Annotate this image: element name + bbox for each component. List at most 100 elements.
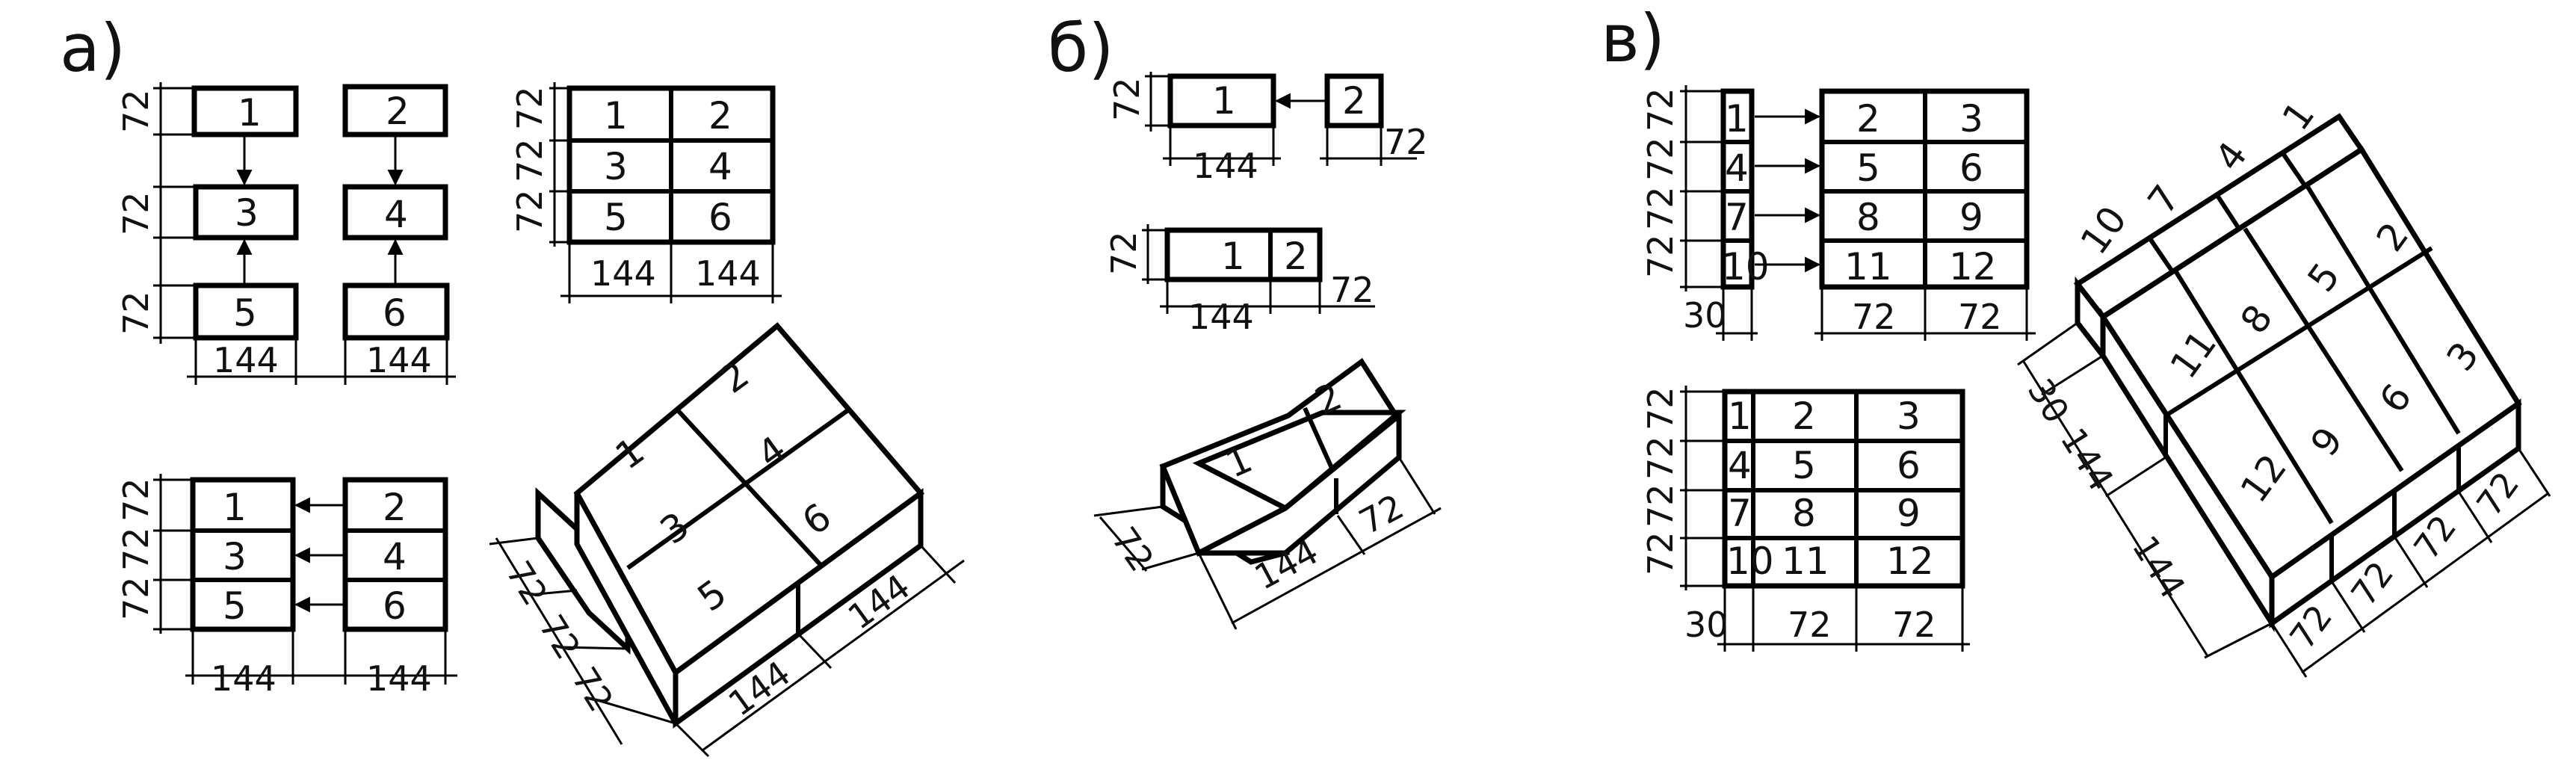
b-s-dim-h2: 72 bbox=[1384, 122, 1428, 162]
v-j-dim-v3: 72 bbox=[1640, 484, 1681, 528]
a-j-dim-v1: 72 bbox=[116, 478, 156, 522]
v-j-label-7: 7 bbox=[1728, 492, 1752, 535]
a-j-dim-h1: 144 bbox=[211, 658, 277, 699]
a-g-dim-v1: 72 bbox=[510, 86, 550, 130]
v-s-dim-v1: 72 bbox=[1640, 87, 1681, 132]
a-s-label-6: 6 bbox=[383, 291, 407, 335]
panel-a-schematic-joined: 1 2 3 4 5 6 72 72 72 144 144 bbox=[116, 474, 457, 699]
v-j-label-12: 12 bbox=[1886, 540, 1934, 583]
b-s-label-2: 2 bbox=[1342, 79, 1366, 123]
v-j-label-2: 2 bbox=[1792, 395, 1816, 438]
b-s-dim-v1: 72 bbox=[1107, 77, 1147, 121]
a-j-label-5: 5 bbox=[223, 584, 247, 628]
v-j-label-6: 6 bbox=[1897, 444, 1921, 487]
v-j-dim-h0: 30 bbox=[1684, 605, 1729, 645]
panel-a-label: а) bbox=[60, 10, 126, 87]
v-s-label-11: 11 bbox=[1844, 245, 1892, 288]
v-s-dim-v4: 72 bbox=[1640, 234, 1681, 278]
a-g-dim-h2: 144 bbox=[695, 253, 761, 294]
a-g-label-4: 4 bbox=[708, 145, 732, 188]
b-i-dim-3: 72 bbox=[1353, 486, 1410, 543]
v-i-dim-2: 144 bbox=[2053, 421, 2122, 498]
a-j-dim-v2: 72 bbox=[116, 527, 156, 571]
a-s-dim-h1: 144 bbox=[213, 340, 279, 380]
v-s-dim-v3: 72 bbox=[1640, 186, 1681, 230]
v-s-dim-h0: 30 bbox=[1683, 295, 1727, 336]
a-i-dim-2: 72 bbox=[531, 608, 589, 666]
a-i-dim-3: 72 bbox=[564, 660, 622, 718]
a-s-dim-h2: 144 bbox=[366, 340, 432, 380]
a-s-label-2: 2 bbox=[386, 90, 410, 133]
b-j-dim-h2: 72 bbox=[1330, 270, 1374, 310]
v-j-dim-h2: 72 bbox=[1892, 605, 1936, 645]
v-j-label-1: 1 bbox=[1728, 395, 1752, 438]
a-j-label-3: 3 bbox=[223, 535, 247, 578]
v-j-dim-v1: 72 bbox=[1640, 386, 1681, 430]
v-s-label-9: 9 bbox=[1959, 196, 1983, 239]
v-s-dim-h1: 72 bbox=[1852, 297, 1896, 337]
v-s-label-3: 3 bbox=[1959, 97, 1983, 140]
a-j-label-4: 4 bbox=[383, 535, 407, 578]
v-s-label-2: 2 bbox=[1856, 97, 1880, 140]
b-j-dim-h1: 144 bbox=[1188, 297, 1254, 337]
v-j-label-4: 4 bbox=[1728, 444, 1752, 487]
b-s-label-1: 1 bbox=[1212, 79, 1236, 123]
a-j-dim-h2: 144 bbox=[366, 658, 432, 699]
v-s-label-5: 5 bbox=[1856, 146, 1880, 190]
a-g-label-6: 6 bbox=[708, 196, 732, 239]
a-g-dim-h1: 144 bbox=[590, 253, 656, 294]
a-g-label-5: 5 bbox=[604, 196, 628, 239]
v-j-label-3: 3 bbox=[1897, 395, 1921, 438]
panel-b: б) 1 2 72 144 72 1 2 bbox=[1048, 10, 1442, 630]
b-j-label-1: 1 bbox=[1221, 235, 1245, 278]
b-s-dim-h1: 144 bbox=[1193, 146, 1258, 186]
v-j-dim-v4: 72 bbox=[1640, 531, 1681, 575]
a-j-label-2: 2 bbox=[383, 486, 407, 529]
v-j-label-9: 9 bbox=[1897, 492, 1921, 535]
a-s-label-3: 3 bbox=[235, 191, 259, 235]
a-s-dim-v2: 72 bbox=[116, 191, 156, 235]
v-s-label-4: 4 bbox=[1725, 146, 1749, 190]
panel-b-isometric: 1 2 72 144 72 bbox=[1093, 357, 1442, 630]
panel-a-isometric: 1 2 3 4 5 6 72 72 72 144 144 bbox=[489, 322, 965, 758]
panel-v: в) 1 4 7 10 2 3 5 6 8 9 11 12 bbox=[1601, 0, 2551, 678]
v-j-label-8: 8 bbox=[1792, 492, 1816, 535]
v-j-label-5: 5 bbox=[1792, 444, 1816, 487]
a-s-dim-v1: 72 bbox=[116, 89, 156, 133]
b-i-dim-1: 72 bbox=[1104, 519, 1162, 578]
v-s-label-7: 7 bbox=[1725, 196, 1749, 239]
a-g-label-3: 3 bbox=[604, 145, 628, 188]
v-s-label-6: 6 bbox=[1959, 146, 1983, 190]
v-j-label-11: 11 bbox=[1782, 540, 1829, 583]
panel-v-schematic-joined: 1 2 3 4 5 6 7 8 9 10 11 12 72 72 72 72 bbox=[1640, 386, 1970, 652]
a-s-label-1: 1 bbox=[238, 91, 262, 135]
b-j-dim-v1: 72 bbox=[1104, 231, 1144, 275]
a-j-label-1: 1 bbox=[223, 486, 247, 529]
v-s-label-12: 12 bbox=[1949, 245, 1997, 288]
a-s-label-5: 5 bbox=[233, 291, 257, 335]
v-i-dim-1: 30 bbox=[2020, 371, 2078, 430]
v-s-label-8: 8 bbox=[1856, 196, 1880, 239]
a-j-dim-v3: 72 bbox=[116, 576, 156, 620]
panel-v-isometric: 10 7 4 1 11 8 5 2 12 9 6 3 30 144 144 bbox=[2017, 93, 2551, 678]
a-i-dim-1: 72 bbox=[498, 554, 556, 612]
v-j-dim-h1: 72 bbox=[1788, 605, 1832, 645]
v-j-dim-v2: 72 bbox=[1640, 436, 1681, 480]
v-s-label-10: 10 bbox=[1722, 245, 1770, 288]
v-s-dim-v2: 72 bbox=[1640, 137, 1681, 181]
v-j-label-10: 10 bbox=[1726, 540, 1774, 583]
v-s-label-1: 1 bbox=[1725, 97, 1749, 140]
a-s-label-4: 4 bbox=[384, 193, 408, 236]
a-g-dim-v3: 72 bbox=[510, 189, 550, 233]
a-g-label-2: 2 bbox=[708, 94, 732, 138]
panel-b-label: б) bbox=[1048, 10, 1114, 87]
panel-v-label: в) bbox=[1601, 0, 1665, 77]
panel-a-grid: 1 2 3 4 5 6 72 72 72 144 144 bbox=[510, 82, 782, 303]
a-s-dim-v3: 72 bbox=[116, 291, 156, 335]
a-g-dim-v2: 72 bbox=[510, 138, 550, 182]
panel-b-schematic-separate: 1 2 72 144 72 bbox=[1107, 72, 1428, 186]
panel-v-schematic-separate: 1 4 7 10 2 3 5 6 8 9 11 12 bbox=[1640, 85, 2036, 341]
panel-a: а) 1 2 3 4 5 6 72 bbox=[60, 10, 965, 758]
